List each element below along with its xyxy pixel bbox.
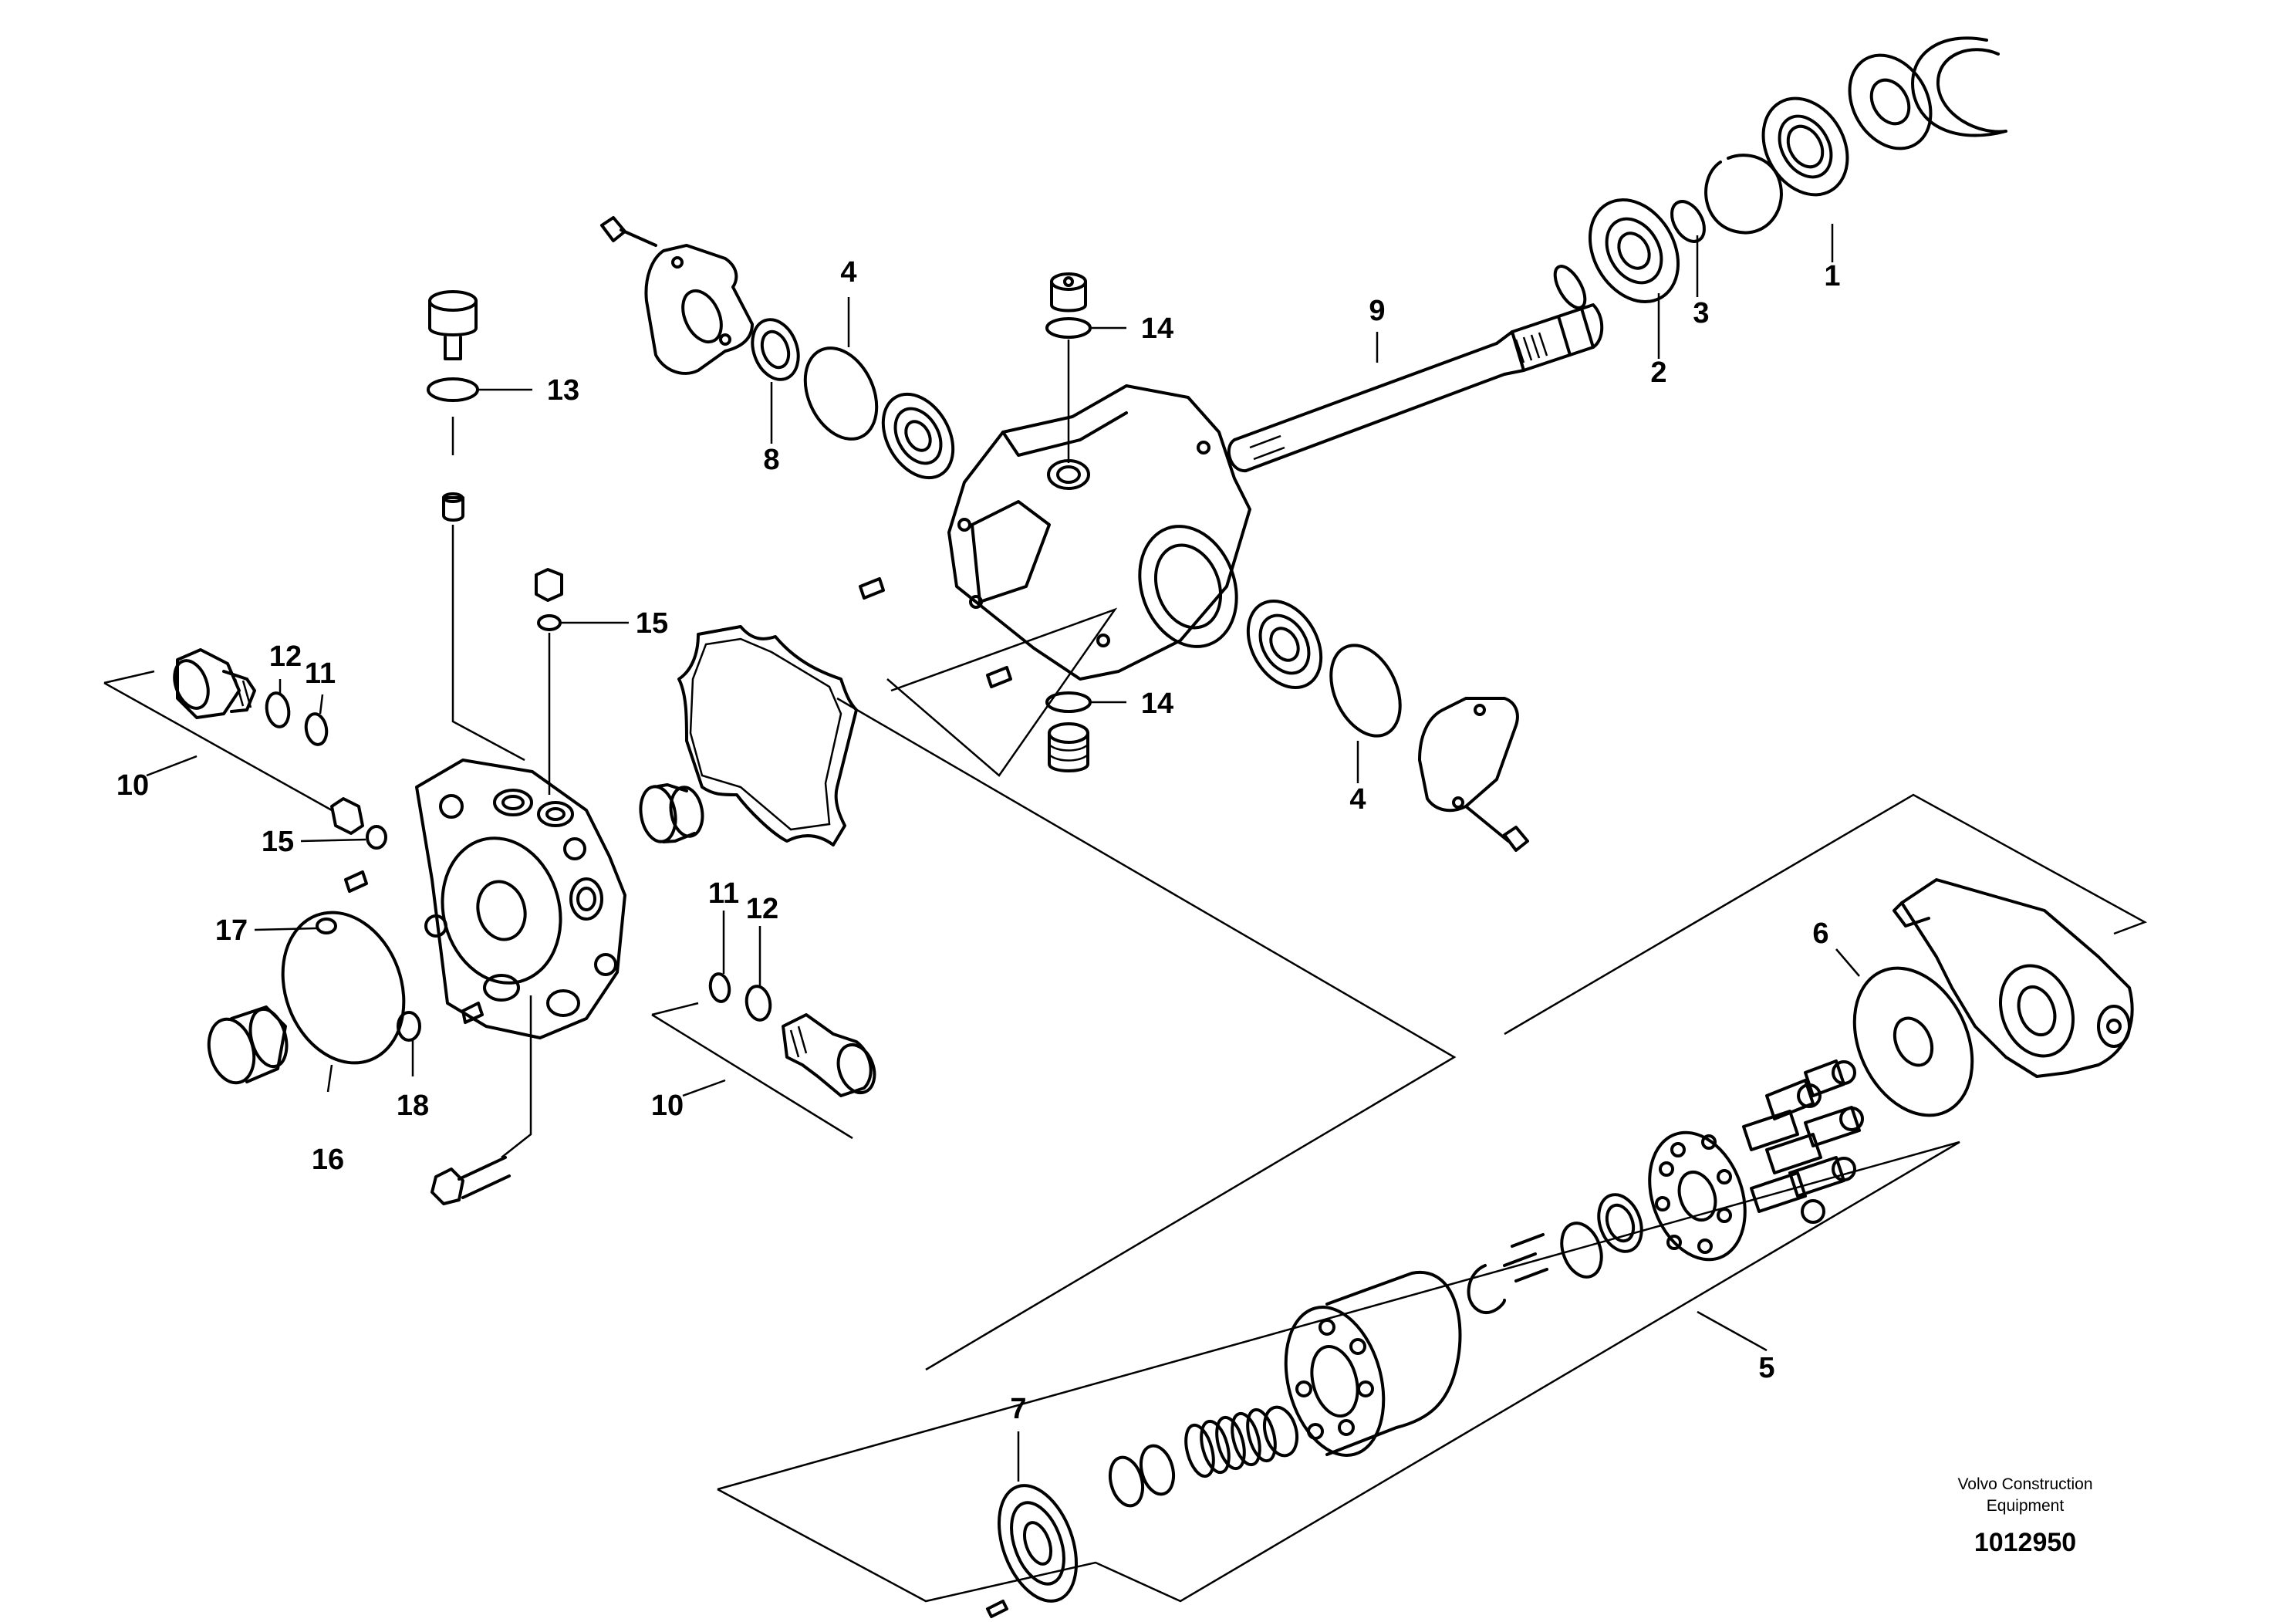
callout-16: 16 bbox=[312, 1144, 344, 1176]
callout-6: 6 bbox=[1812, 917, 1828, 950]
callout-15-left: 15 bbox=[262, 826, 294, 858]
o-ring-4-lower bbox=[1329, 644, 1402, 738]
callout-14-top: 14 bbox=[1141, 313, 1173, 345]
snap-ring-3 bbox=[1670, 200, 1706, 243]
o-ring-12-left bbox=[265, 691, 291, 728]
small-plug bbox=[442, 492, 464, 522]
callout-11-left: 11 bbox=[305, 657, 336, 690]
callout-8: 8 bbox=[763, 444, 779, 476]
washer-spring bbox=[1262, 1405, 1299, 1458]
port-block bbox=[415, 759, 626, 1039]
cap-screw-block bbox=[430, 1156, 511, 1205]
housing-group-bracket bbox=[886, 607, 1118, 777]
piston-set bbox=[1742, 1059, 1864, 1224]
o-ring-18 bbox=[397, 1011, 421, 1042]
callout-12-left: 12 bbox=[269, 640, 302, 673]
callout-12-right: 12 bbox=[746, 893, 778, 925]
bolt-top-left bbox=[600, 216, 657, 247]
plug-15-top bbox=[535, 568, 563, 602]
cover-plate-lower bbox=[1418, 697, 1519, 813]
leader-lines bbox=[146, 224, 1860, 1482]
brand-line-1: Volvo Construction bbox=[1957, 1475, 2092, 1493]
rotary-group-bracket bbox=[717, 1140, 1960, 1603]
callout-9: 9 bbox=[1369, 295, 1385, 327]
callout-17: 17 bbox=[215, 914, 248, 947]
relief-valve-10-right bbox=[782, 1013, 876, 1097]
callout-2: 2 bbox=[1650, 357, 1666, 389]
ring-cylinder bbox=[1560, 1222, 1603, 1279]
o-ring-17 bbox=[316, 917, 337, 934]
o-ring-4-top bbox=[803, 346, 879, 441]
o-ring-11-right bbox=[708, 972, 731, 1003]
pin-bearing-7 bbox=[986, 1600, 1008, 1618]
roller-bearing-lower bbox=[1246, 599, 1323, 690]
thrust-washer-1 bbox=[1848, 53, 1933, 150]
plug-15-left bbox=[330, 797, 364, 835]
callout-3: 3 bbox=[1693, 297, 1709, 329]
callout-11-right: 11 bbox=[708, 877, 739, 910]
spring-washers bbox=[1108, 1444, 1176, 1508]
o-ring-16 bbox=[281, 911, 406, 1065]
pump-housing bbox=[947, 384, 1251, 681]
snap-ring-small bbox=[1553, 265, 1587, 309]
cylinder-block bbox=[1284, 1270, 1462, 1457]
o-ring-12-right bbox=[745, 985, 772, 1022]
swash-plate-housing bbox=[1893, 878, 2134, 1078]
flange-cover-top bbox=[644, 244, 754, 375]
plug-13 bbox=[428, 290, 478, 360]
needle-bearing-left bbox=[207, 1005, 289, 1085]
snap-ring-medium bbox=[1704, 154, 1783, 235]
callout-10-right: 10 bbox=[651, 1090, 684, 1122]
callout-15-top: 15 bbox=[636, 607, 668, 640]
plug-14-bottom bbox=[1048, 722, 1089, 772]
dowel-pins-housing bbox=[859, 577, 1012, 688]
o-ring-11-left bbox=[304, 712, 329, 746]
callout-18: 18 bbox=[397, 1090, 429, 1122]
callout-4-lower: 4 bbox=[1349, 783, 1366, 816]
o-ring-14-top bbox=[1045, 317, 1092, 339]
thrust-plate-6 bbox=[1852, 966, 1974, 1117]
gasket-plate bbox=[677, 625, 858, 846]
o-ring-15-left bbox=[366, 825, 387, 850]
callout-10-left: 10 bbox=[116, 769, 149, 802]
o-ring-13 bbox=[427, 377, 479, 402]
spherical-bushing bbox=[1597, 1193, 1643, 1253]
bearing-7 bbox=[998, 1484, 1078, 1603]
callout-5: 5 bbox=[1758, 1352, 1774, 1384]
swashplate-bracket bbox=[1504, 793, 2147, 1036]
pins-left bbox=[344, 870, 484, 1024]
drive-shaft-9 bbox=[1227, 303, 1604, 472]
oil-seal-1 bbox=[1761, 96, 1849, 197]
drawing-number: 1012950 bbox=[1974, 1528, 2076, 1557]
c-ring bbox=[1467, 1264, 1506, 1314]
ball-bearing-2 bbox=[1588, 198, 1680, 303]
retainer-plate bbox=[1648, 1130, 1747, 1262]
valve-bracket-left bbox=[103, 670, 333, 812]
block-group-bracket bbox=[836, 697, 1457, 1371]
callout-1: 1 bbox=[1824, 260, 1840, 292]
oil-seal-8 bbox=[751, 318, 800, 381]
coil-spring bbox=[1184, 1407, 1277, 1478]
o-ring-14-bottom bbox=[1045, 691, 1092, 713]
callout-4-top: 4 bbox=[840, 256, 856, 289]
o-ring-15-top bbox=[537, 614, 562, 631]
snap-ring-large bbox=[1911, 36, 2007, 137]
needle-bearing-center bbox=[639, 783, 704, 843]
roller-bearing-top bbox=[881, 392, 955, 480]
brand-line-2: Equipment bbox=[1987, 1497, 2065, 1515]
valve-bracket-right bbox=[651, 1002, 853, 1140]
bolt-lower-right bbox=[1464, 805, 1529, 852]
callout-13: 13 bbox=[547, 374, 579, 407]
callout-14-bottom: 14 bbox=[1141, 688, 1173, 720]
plug-14-top bbox=[1050, 272, 1087, 313]
pins-rotary bbox=[1503, 1233, 1548, 1282]
relief-valve-10-left bbox=[173, 648, 256, 719]
callout-7: 7 bbox=[1010, 1393, 1026, 1425]
